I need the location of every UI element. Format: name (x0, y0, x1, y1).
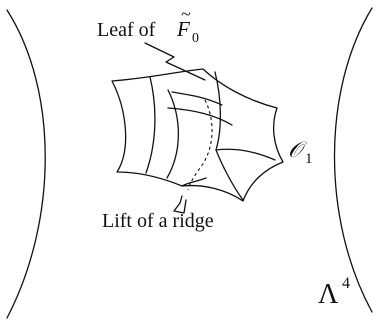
leaf-curve-3 (171, 91, 223, 106)
leaf-label: Leaf of (97, 19, 156, 41)
lambda-superscript: 4 (342, 275, 350, 292)
leaf-tilde: ~ (181, 4, 191, 24)
inner-boundary (215, 148, 276, 161)
leaf-curve-1 (145, 76, 156, 174)
orbifold-subscript: 1 (305, 151, 313, 167)
right-boundary-arc (333, 7, 373, 313)
left-boundary-arc (6, 9, 46, 319)
ridge-dashed-curve (187, 99, 213, 191)
ridge-leader-line (173, 195, 187, 214)
leaf-symbol: F (176, 17, 190, 41)
leaf-label-text: Leaf of (97, 19, 156, 41)
surface-outline (111, 68, 284, 202)
leaf-leader-line (144, 42, 206, 81)
leaf-curve-4 (167, 107, 233, 126)
inner-boundary-3 (181, 177, 207, 187)
inner-boundary-2 (215, 149, 244, 201)
leaf-curve-5 (214, 71, 222, 151)
leaf-subscript: 0 (192, 31, 199, 46)
lambda-label: Λ (318, 279, 339, 310)
leaf-curve-2 (166, 89, 180, 179)
ridge-label: Lift of a ridge (102, 210, 214, 232)
